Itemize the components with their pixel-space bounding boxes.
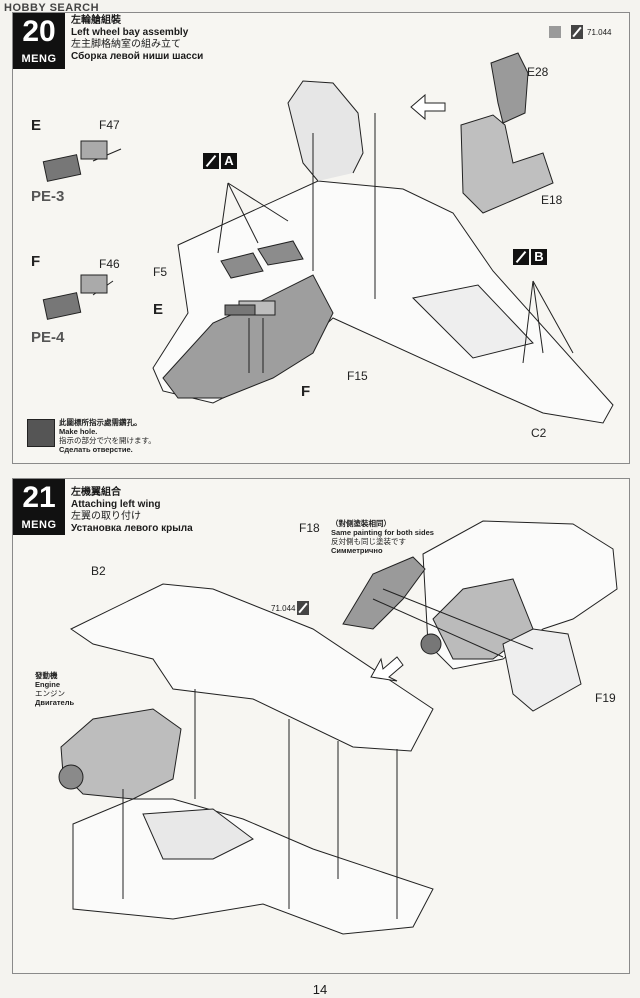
step-20-title-ja: 左主脚格納室の組み立て: [71, 39, 181, 50]
step-21-title-zh: 左機翼組合: [71, 487, 121, 498]
paint-swatch-icon: [549, 26, 561, 38]
step-20-number: 20: [22, 15, 56, 48]
drill-hole-icon: [27, 419, 55, 447]
step-20-paint-code: 71.044: [587, 27, 612, 37]
drill-icon: [203, 153, 219, 169]
label-F-sub: F: [31, 253, 41, 270]
label-E18: E18: [541, 193, 563, 207]
step-20-badge: 20 MENG: [13, 13, 65, 69]
callout-B: B: [513, 249, 547, 265]
label-E-main: E: [153, 301, 164, 318]
step-20-title-zh: 左輪艙組裝: [71, 15, 121, 26]
page-number: 14: [312, 982, 328, 997]
step-20-title-ru: Сборка левой ниши шасси: [71, 51, 204, 62]
label-F-main: F: [301, 383, 311, 400]
step-21-paint-callout: 71.044: [271, 601, 310, 615]
F18-note-ru: Симметрично: [331, 546, 383, 555]
drill-note-ja: 指示の部分で穴を開けます。: [59, 436, 156, 445]
label-PE4: PE-4: [31, 329, 65, 346]
label-E-sub: E: [31, 117, 42, 134]
drill-note-ru: Сделать отверстие.: [59, 445, 133, 454]
step-21-title-ru: Установка левого крыла: [71, 523, 193, 534]
callout-A-letter: A: [221, 153, 237, 169]
label-F19: F19: [595, 691, 616, 705]
watermark: HOBBY SEARCH: [4, 2, 100, 14]
F18-note-zh: （對側塗裝相同）: [331, 519, 391, 528]
label-F5: F5: [153, 265, 168, 279]
drill-note-en: Make hole.: [59, 427, 98, 436]
label-F46: F46: [99, 257, 120, 271]
step-21-panel: 21 MENG 左機翼組合 Attaching left wing 左翼の取り付…: [12, 478, 630, 974]
step-21-title-ja: 左翼の取り付け: [71, 511, 141, 522]
label-PE3: PE-3: [31, 188, 65, 205]
label-F15: F15: [347, 369, 368, 383]
drill-note-zh: 此圖標所指示處需鑽孔。: [59, 418, 142, 427]
engine-label-en: Engine: [35, 680, 61, 689]
F18-note-en: Same painting for both sides: [331, 528, 434, 537]
F18-note-ja: 反対側も同じ塗装です: [331, 537, 406, 546]
paint-brush-icon: [297, 601, 310, 615]
step-20-brand: MENG: [21, 53, 57, 65]
engine-label-zh: 發動機: [35, 671, 58, 680]
drill-icon: [513, 249, 529, 265]
label-B2: B2: [91, 564, 106, 578]
callout-B-letter: B: [531, 249, 547, 265]
engine-label-ja: エンジン: [35, 689, 65, 698]
callout-A: A: [203, 153, 237, 169]
step-21-drawing: [58, 520, 618, 935]
step-20-title-en: Left wheel bay assembly: [71, 27, 189, 38]
engine-label-ru: Двигатель: [35, 698, 75, 707]
label-C2: C2: [531, 426, 547, 440]
step-21-badge: 21 MENG: [13, 479, 65, 535]
label-F18: F18: [299, 521, 320, 535]
step-20-drawing: [42, 52, 614, 424]
step-20-panel: 20 MENG 左輪艙組裝 Left wheel bay assembly 左主…: [12, 12, 630, 464]
paint-brush-icon: [571, 25, 583, 39]
step-21-title-en: Attaching left wing: [71, 499, 161, 510]
step-21-paint-code: 71.044: [271, 603, 296, 613]
label-F47: F47: [99, 118, 120, 132]
step-21-brand: MENG: [21, 519, 57, 531]
step-21-number: 21: [22, 481, 56, 514]
step-20-paint-callout: 71.044: [549, 25, 611, 39]
label-E28: E28: [527, 65, 549, 79]
